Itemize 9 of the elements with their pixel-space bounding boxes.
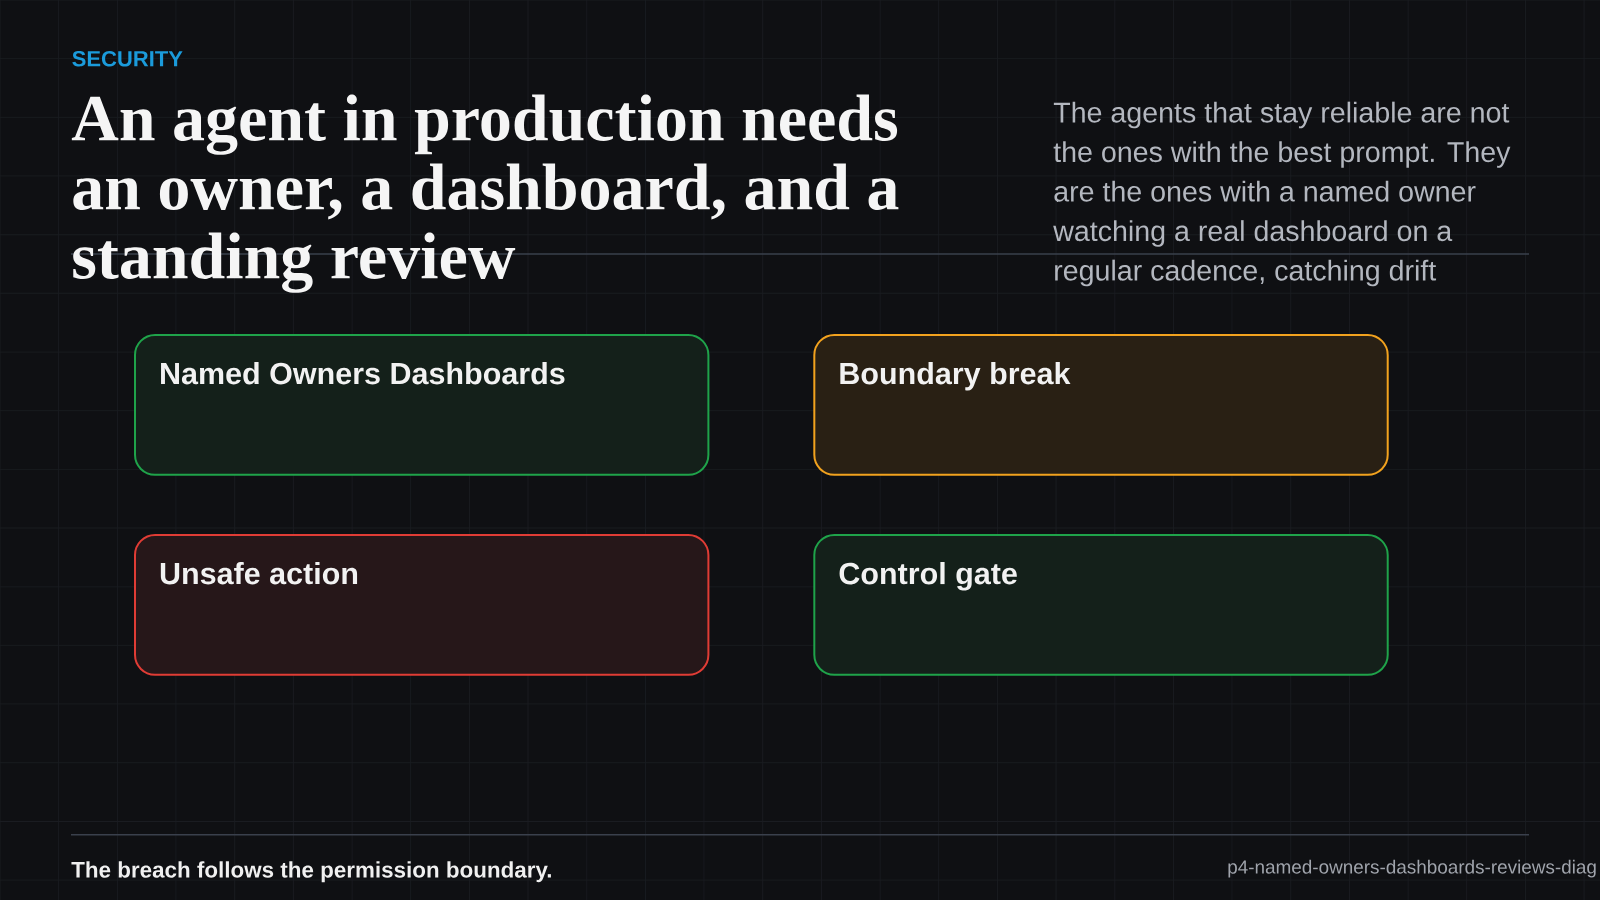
card: Control gate [813,534,1389,676]
section-label: SECURITY [72,50,183,67]
card: Unsafe action [134,534,710,676]
card: Named Owners Dashboards [134,334,710,476]
file-name: p4-named-owners-dashboards-reviews-diag [1228,859,1596,878]
card: Boundary break [813,334,1389,476]
title: An agent in production needs an owner, a dashboard, and a standing review [71,94,899,293]
description-text: The agents that stay reliable are not the ones with the best prompt. They are the ones with a named owner watching a real dashboard on a regular cadence, catching drift [1053,101,1511,287]
caption: The breach follows the permission boundary. [71,861,551,883]
